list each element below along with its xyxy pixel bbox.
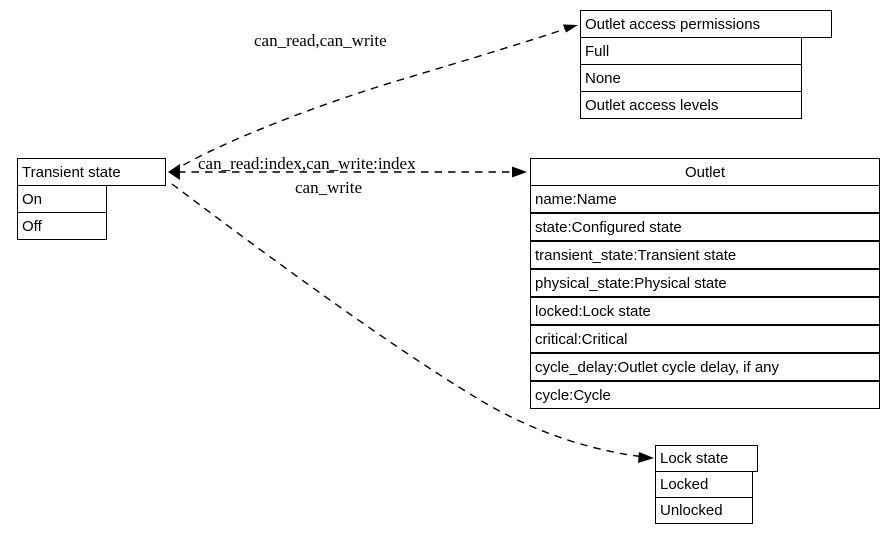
edge-transient-state-to-outlet-access-permissions — [171, 26, 572, 173]
node-outlet-access-permissions-row-none[interactable]: None — [580, 64, 802, 92]
edge-label-can-read-index-can-write-index: can_read:index,can_write:index — [198, 154, 416, 173]
edge-label-can-read-can-write: can_read,can_write — [254, 31, 387, 50]
node-outlet-row-locked[interactable]: locked:Lock state — [530, 297, 880, 325]
node-outlet-row-cycle[interactable]: cycle:Cycle — [530, 381, 880, 409]
edge-label-can-write: can_write — [295, 178, 363, 197]
edge-transient-state-to-lock-state — [171, 183, 646, 458]
node-lock-state-title: Lock state — [655, 445, 758, 472]
arrowhead-outlet-access-permissions — [563, 24, 578, 33]
node-lock-state-row-locked[interactable]: Locked — [655, 471, 753, 498]
node-outlet-row-critical[interactable]: critical:Critical — [530, 325, 880, 353]
node-outlet-row-cycle-delay[interactable]: cycle_delay:Outlet cycle delay, if any — [530, 353, 880, 381]
node-outlet-access-permissions-title: Outlet access permissions — [580, 10, 832, 38]
node-lock-state-row-unlocked[interactable]: Unlocked — [655, 497, 753, 524]
node-transient-state-row-off[interactable]: Off — [17, 212, 107, 240]
node-transient-state-title: Transient state — [17, 158, 166, 186]
node-outlet-row-name[interactable]: name:Name — [530, 185, 880, 213]
arrowhead-transient-state — [168, 164, 180, 180]
arrowhead-lock-state — [638, 452, 654, 463]
arrowhead-outlet — [512, 166, 527, 178]
node-outlet-access-permissions-row-outlet-access-levels[interactable]: Outlet access levels — [580, 91, 802, 119]
node-outlet-row-transient-state[interactable]: transient_state:Transient state — [530, 241, 880, 269]
node-outlet-row-state[interactable]: state:Configured state — [530, 213, 880, 241]
node-outlet-access-permissions-row-full[interactable]: Full — [580, 37, 802, 65]
node-transient-state-row-on[interactable]: On — [17, 185, 107, 213]
node-outlet-row-physical-state[interactable]: physical_state:Physical state — [530, 269, 880, 297]
node-outlet-title: Outlet — [530, 158, 880, 186]
